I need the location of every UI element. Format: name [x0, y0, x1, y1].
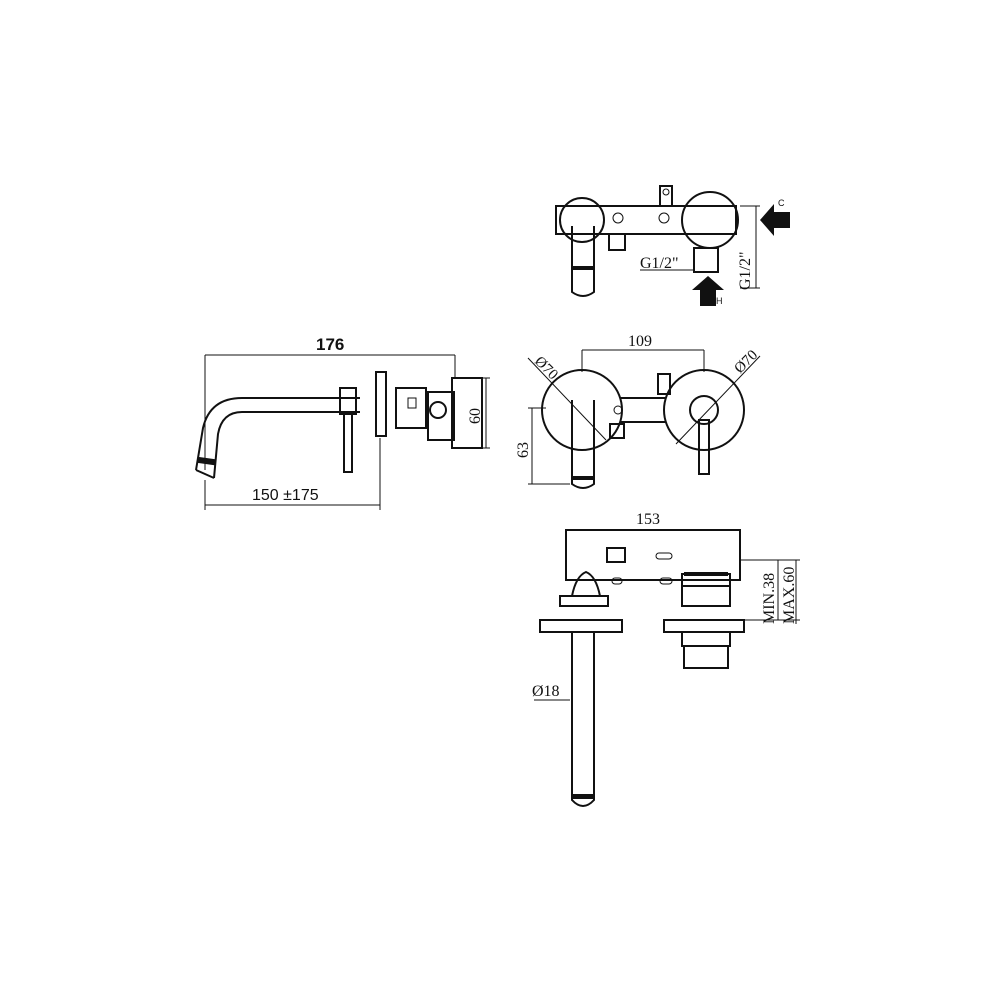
side-view: 176 150 ±175 60: [195, 335, 490, 510]
height-plate-label: 60: [467, 408, 484, 424]
overall-length-label: 176: [316, 335, 344, 354]
section-view: 153 MIN.38 MAX.60 Ø18: [532, 511, 800, 807]
body-width-label: 153: [636, 511, 660, 528]
top-view: C H G1/2" G1/2": [555, 185, 790, 306]
min-depth-label: MIN.38: [761, 573, 778, 624]
hot-inlet-arrow-icon: [692, 276, 724, 306]
front-view: 109 Ø70 Ø70 63: [515, 333, 762, 489]
thread-bottom-label: G1/2": [640, 255, 679, 272]
center-distance-label: 109: [628, 333, 652, 350]
spout-projection-label: 150 ±175: [252, 487, 319, 504]
spout-drop-label: 63: [515, 442, 532, 458]
hot-label: H: [716, 296, 723, 306]
rosette-right-label: Ø70: [732, 347, 762, 377]
thread-side-label: G1/2": [737, 251, 754, 290]
cold-label: C: [778, 198, 785, 208]
max-depth-label: MAX.60: [781, 567, 798, 624]
spout-diameter-label: Ø18: [532, 683, 560, 700]
cold-inlet-arrow-icon: [760, 204, 790, 236]
